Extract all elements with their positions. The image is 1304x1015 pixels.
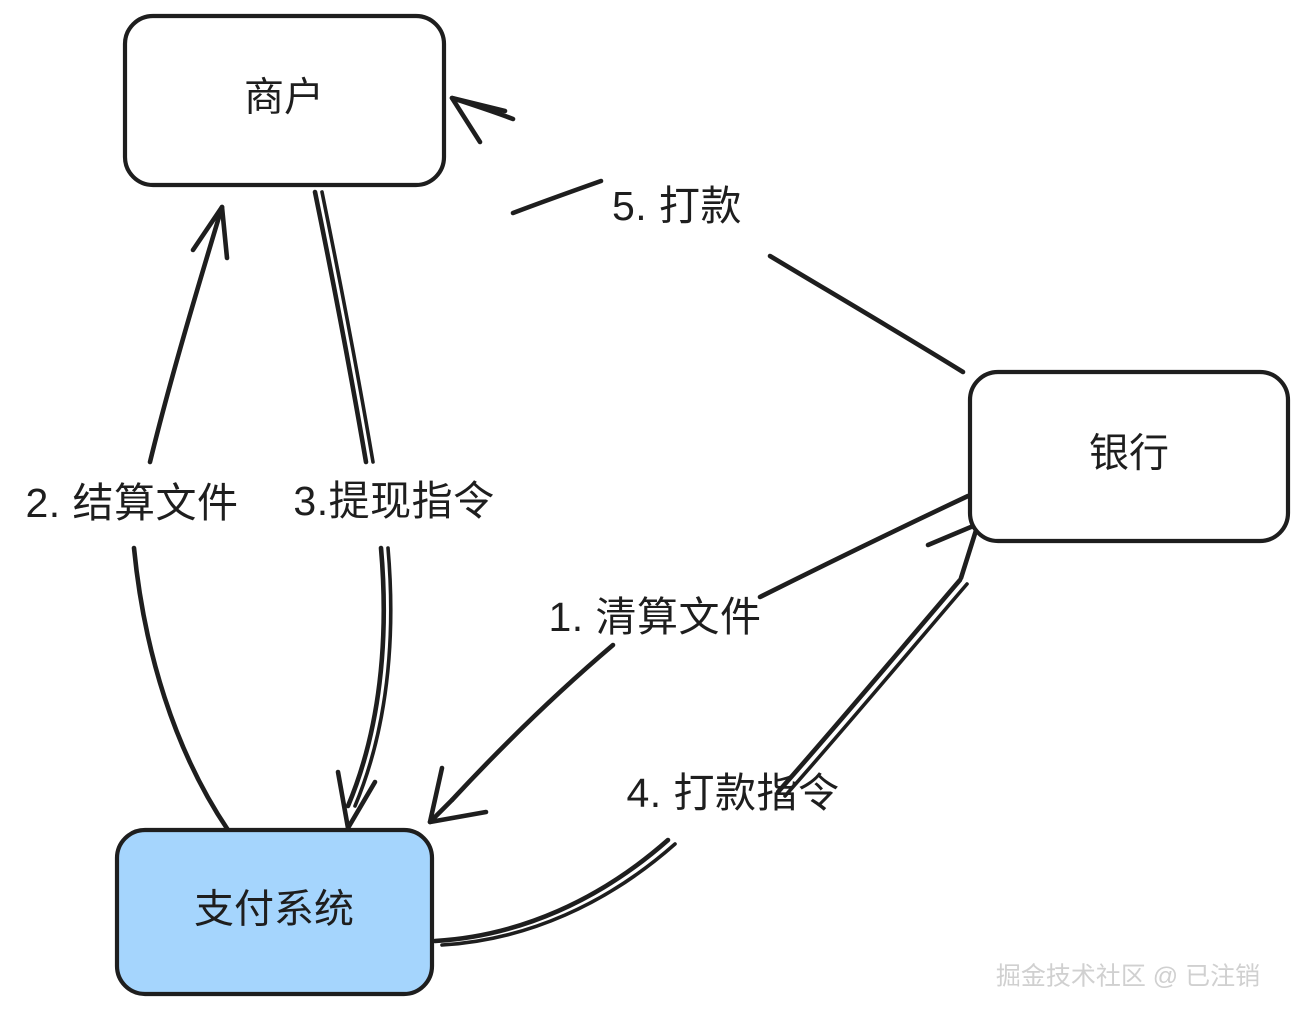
edge-5-line-lower (767, 253, 966, 375)
edge-3-arrowhead (335, 769, 378, 831)
bank-box (967, 369, 1291, 544)
edge-4-line-lower-b (440, 842, 677, 947)
edge-1-line-upper (757, 493, 971, 600)
edge-3-line-lower-a (345, 545, 387, 809)
edge-2-label: 2. 结算文件 (25, 480, 238, 526)
edge-2-line-lower (131, 545, 231, 833)
edge-1-arrowhead (427, 765, 489, 825)
edge-4-group[interactable] (432, 521, 981, 947)
merchant-label: 商户 (244, 76, 324, 120)
edge-1-label: 1. 清算文件 (548, 594, 761, 640)
edge-1-group[interactable] (427, 493, 971, 825)
edge-1-line-tip (427, 797, 455, 825)
edge-5-line-upper (510, 178, 604, 216)
edge-4-line-lower-a (432, 837, 671, 944)
node-bank[interactable]: 银行 (967, 369, 1291, 544)
node-merchant[interactable]: 商户 (122, 13, 447, 188)
edge-3-label: 3.提现指令 (293, 478, 494, 524)
edge-3-group[interactable] (312, 189, 393, 831)
edge-4-line-upper-b (783, 582, 969, 798)
edge-3-line-lower-b (353, 546, 393, 808)
edge-3-line-upper-a (312, 189, 369, 465)
edge-4-line-upper-a (775, 577, 963, 795)
edge-4-label: 4. 打款指令 (626, 770, 839, 816)
node-payment-system[interactable]: 支付系统 (114, 827, 435, 997)
edge-5-label: 5. 打款 (612, 183, 742, 229)
edge-2-arrowhead (190, 204, 230, 261)
merchant-box (122, 13, 447, 188)
edge-5-line-tip (449, 95, 516, 122)
edge-5-group[interactable] (449, 95, 966, 375)
edge-1-line-lower (449, 642, 616, 803)
edge-3-line-upper-b (320, 190, 375, 464)
edge-2-line-upper (147, 204, 225, 465)
watermark: 掘金技术社区 @ 已注销 (996, 963, 1260, 991)
edge-4-arrowhead (925, 521, 981, 581)
bank-label: 银行 (1089, 432, 1169, 476)
payment-system-box (114, 827, 435, 997)
edge-2-group[interactable] (131, 204, 231, 833)
payment-system-label: 支付系统 (194, 888, 354, 932)
